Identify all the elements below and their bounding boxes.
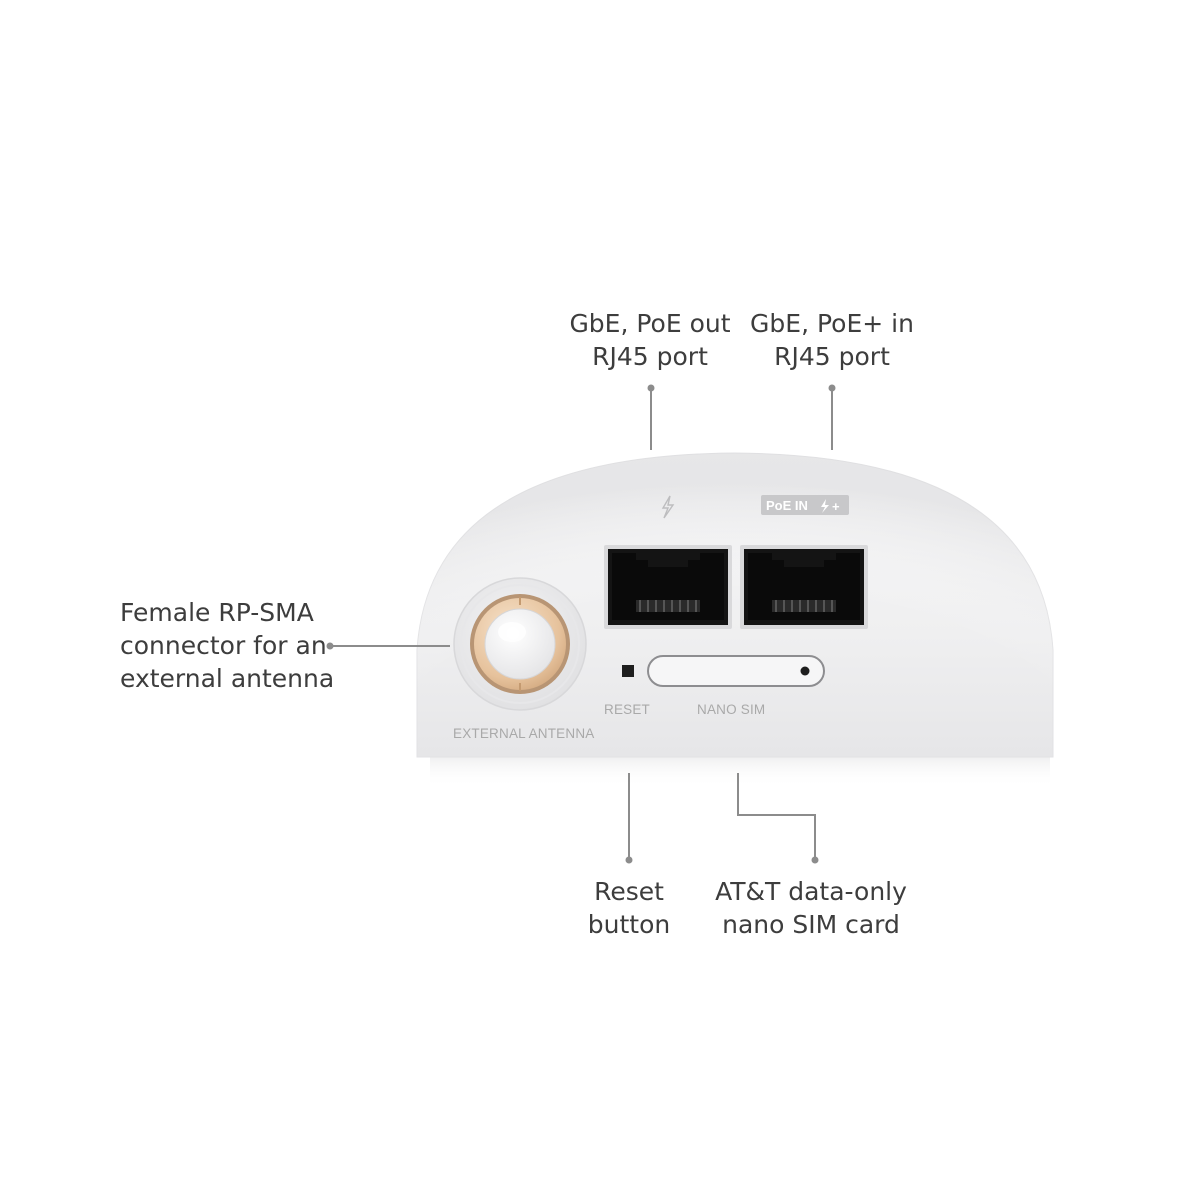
svg-text:+: + (832, 499, 840, 514)
callout-antenna-line3: external antenna (120, 664, 335, 693)
reset-label: RESET (604, 702, 650, 717)
device-reflection (430, 757, 1050, 787)
callout-poe-out: GbE, PoE out RJ45 port (560, 307, 740, 373)
callout-antenna-line2: connector for an (120, 631, 327, 660)
callout-antenna: Female RP-SMA connector for an external … (120, 596, 335, 695)
callout-poe-out-line1: GbE, PoE out (569, 309, 731, 338)
callout-sim: AT&T data-only nano SIM card (696, 875, 926, 941)
callout-sim-line1: AT&T data-only (715, 877, 907, 906)
leader-sim (737, 773, 816, 860)
poe-out-port-icon (604, 545, 732, 629)
callout-reset: Reset button (549, 875, 709, 941)
nano-sim-label: NANO SIM (697, 702, 765, 717)
lightning-plus-icon (821, 499, 829, 513)
leader-lines (330, 388, 833, 860)
poe-in-badge: PoE IN + (761, 495, 849, 515)
port-pins (639, 600, 697, 612)
leader-dots (326, 384, 836, 864)
nano-sim-slot (647, 655, 825, 687)
callout-sim-line2: nano SIM card (722, 910, 900, 939)
callout-reset-line2: button (587, 910, 671, 939)
callout-reset-line1: Reset (594, 877, 664, 906)
lightning-icon (661, 495, 675, 519)
callout-poe-out-line2: RJ45 port (592, 342, 708, 371)
callout-poe-in-line2: RJ45 port (774, 342, 890, 371)
rp-sma-connector-icon (453, 577, 587, 711)
external-antenna-label: EXTERNAL ANTENNA (453, 726, 594, 741)
callout-antenna-line1: Female RP-SMA (120, 598, 314, 627)
callout-poe-in-line1: GbE, PoE+ in (750, 309, 914, 338)
reset-button-hole (622, 665, 634, 677)
poe-in-port-icon (740, 545, 868, 629)
callout-poe-in: GbE, PoE+ in RJ45 port (742, 307, 922, 373)
svg-text:PoE IN: PoE IN (766, 498, 808, 513)
